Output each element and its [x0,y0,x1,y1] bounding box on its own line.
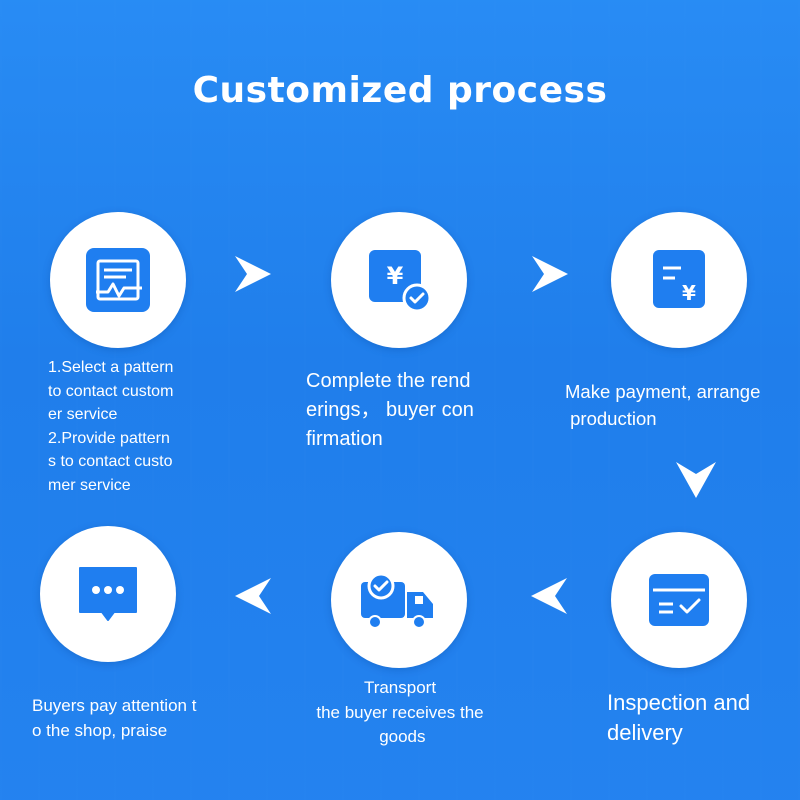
step-3-circle: ¥ [611,212,747,348]
step-5-label: Transport the buyer receives the goods [316,678,484,746]
box-check-icon [647,568,711,632]
arrow-right-icon [235,256,271,292]
truck-check-icon [359,568,433,632]
arrow-left-icon [235,578,271,614]
svg-text:¥: ¥ [387,262,404,290]
step-3-label: Make payment, arrange production [565,381,761,429]
step-4-label: Inspection and delivery [607,690,751,745]
yen-check-icon: ¥ [367,248,431,312]
svg-text:¥: ¥ [682,281,696,305]
step-5-circle [331,532,467,668]
page-title: Customized process [192,70,608,111]
step-2-label: Complete the rend erings， buyer con firm… [306,370,474,450]
arrow-right-icon [532,256,568,292]
chat-bubble-icon [76,562,140,626]
form-chart-icon [86,248,150,312]
arrow-down-icon [676,462,716,498]
step-2-circle: ¥ [331,212,467,348]
step-6-circle [40,526,176,662]
invoice-yen-icon: ¥ [647,248,711,312]
arrow-left-icon [531,578,567,614]
step-6-label: Buyers pay attention t o the shop, prais… [32,696,197,740]
step-4-circle [611,532,747,668]
step-1-label: 1.Select a pattern to contact custom er … [48,359,174,494]
step-1-circle [50,212,186,348]
